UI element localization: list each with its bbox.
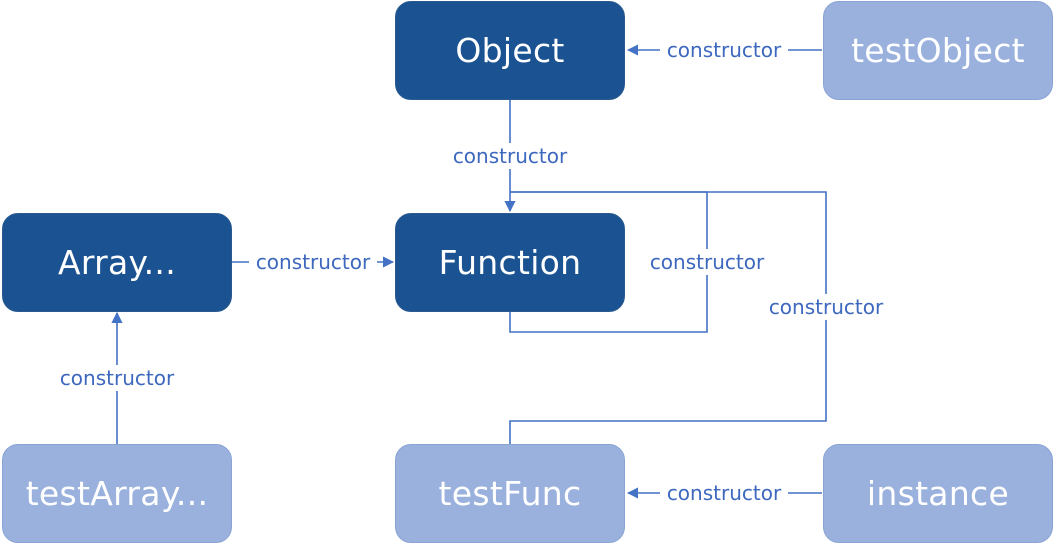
edge-label: constructor <box>256 250 371 274</box>
node-object: Object <box>395 1 625 100</box>
node-label: Object <box>455 31 565 70</box>
edge-label: constructor <box>650 250 765 274</box>
edge-test-array-to-array: constructor <box>53 311 181 444</box>
edge-label: constructor <box>667 38 782 62</box>
node-instance: instance <box>823 444 1053 543</box>
node-function: Function <box>395 213 625 312</box>
node-label: instance <box>866 474 1010 513</box>
node-label: testObject <box>851 31 1025 70</box>
node-array: Array... <box>2 213 232 312</box>
node-test-array: testArray... <box>2 444 232 543</box>
node-label: testFunc <box>438 474 582 513</box>
edge-label: constructor <box>667 481 782 505</box>
node-test-func: testFunc <box>395 444 625 543</box>
node-label: Function <box>438 243 582 282</box>
edge-label: constructor <box>769 295 884 319</box>
node-test-object: testObject <box>823 1 1053 100</box>
edge-object-to-function: constructor <box>446 100 574 213</box>
node-label: Array... <box>57 243 177 282</box>
edge-test-func-to-function: constructor <box>509 191 890 444</box>
edge-label: constructor <box>60 366 175 390</box>
edge-array-to-function: constructor <box>232 249 395 275</box>
edge-instance-to-test-func: constructor <box>626 480 822 506</box>
node-label: testArray... <box>25 474 209 513</box>
edge-label: constructor <box>453 144 568 168</box>
edge-test-object-to-object: constructor <box>626 37 822 63</box>
